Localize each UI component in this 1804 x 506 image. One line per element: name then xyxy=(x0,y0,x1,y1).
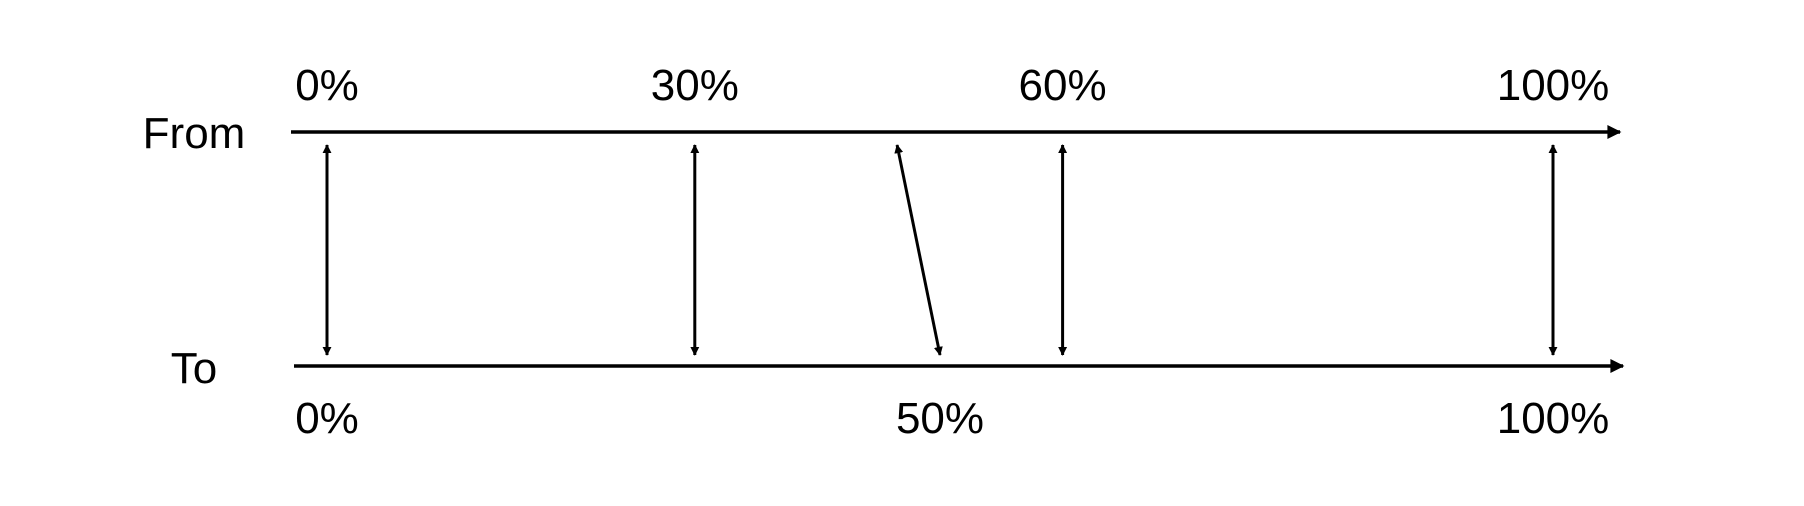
from-axis-tick-label: 30% xyxy=(650,61,739,110)
to-axis-tick-label: 100% xyxy=(1496,394,1610,443)
from-axis-tick-label: 100% xyxy=(1496,61,1610,110)
mapping-arrows xyxy=(322,144,1558,356)
to-row-label: To xyxy=(170,344,218,393)
from-axis-tick-label: 0% xyxy=(295,61,359,110)
to-axis-tick-label: 50% xyxy=(895,394,985,443)
from-row-label: From xyxy=(142,109,246,158)
mapping-arrow xyxy=(894,144,943,356)
from-axis-tick-label: 60% xyxy=(1018,61,1107,110)
to-axis-tick-label: 0% xyxy=(295,394,359,443)
